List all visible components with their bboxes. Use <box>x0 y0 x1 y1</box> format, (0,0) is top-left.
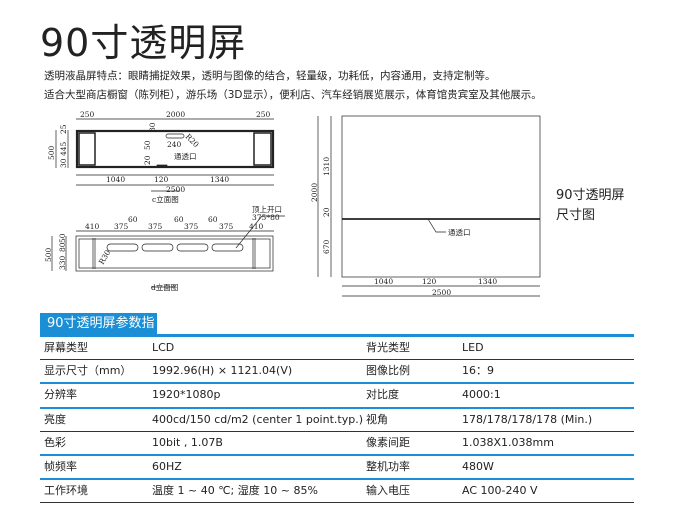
spec-label: 背光类型 <box>366 341 410 354</box>
dim-label: 330 <box>58 255 67 270</box>
spec-label: 像素间距 <box>366 435 410 449</box>
spec-label: 输入电压 <box>366 484 410 498</box>
dim-label: 60 <box>208 215 218 224</box>
dim-label: 120 <box>154 175 169 184</box>
drawing-caption: d立面图 <box>151 282 178 292</box>
spec-value: 10bit , 1.07B <box>152 435 223 449</box>
spec-value: AC 100-240 V <box>462 484 538 498</box>
spec-label: 帧频率 <box>44 459 77 473</box>
dim-label: 375 <box>114 222 129 231</box>
spec-value: 1.038X1.038mm <box>462 435 554 449</box>
dim-label: 250 <box>256 110 271 119</box>
dim-label: 1040 <box>374 277 393 286</box>
table-row: 亮度 400cd/150 cd/m2 (center 1 point.typ.)视… <box>40 409 634 432</box>
spec-label: 分辨率 <box>44 388 77 402</box>
spec-value: 178/178/178/178 (Min.) <box>462 412 593 426</box>
table-row: 工作环境 温度 1 ~ 40 ℃; 湿度 10 ~ 85% 输入电压 AC 100-2… <box>40 480 634 504</box>
dim-label: 20 <box>322 207 331 217</box>
spec-label: 显示尺寸（mm） <box>44 364 132 378</box>
drawing-caption: c立面图 <box>152 194 179 204</box>
dim-label: 2000 <box>310 183 319 202</box>
dim-label: 1340 <box>210 175 229 184</box>
dim-label: 2500 <box>432 288 451 297</box>
dim-label: 50 <box>58 233 67 243</box>
dim-label: 410 <box>249 222 264 231</box>
vent-label: 通透口 <box>448 227 471 237</box>
opening-size: 375*80 <box>252 213 280 222</box>
dim-label: R20 <box>184 132 201 149</box>
table-row: 帧频率 60HZ 整机功率 480W <box>40 456 634 481</box>
table-row: 分辨率 1920*1080p 对比度 4000:1 <box>40 384 634 409</box>
spec-value: 16：9 <box>462 364 494 378</box>
dim-label: 500 <box>47 145 56 160</box>
spec-value: 4000:1 <box>462 388 501 402</box>
spec-label: 屏幕类型 <box>44 341 88 354</box>
side-caption: 90寸透明屏 <box>556 188 625 203</box>
spec-value: 60HZ <box>152 459 182 473</box>
dim-label: 2000 <box>166 110 185 119</box>
dim-label: 410 <box>85 222 100 231</box>
dim-label: 250 <box>80 110 95 119</box>
vent-label: 通透口 <box>174 151 197 161</box>
spec-value: LCD <box>152 341 175 354</box>
spec-value: 1920*1080p <box>152 388 221 402</box>
section-divider <box>40 334 634 337</box>
page-title: 90寸透明屏 <box>40 21 247 65</box>
spec-label: 图像比例 <box>366 364 410 378</box>
dim-label: 375 <box>148 222 163 231</box>
spec-label: 整机功率 <box>366 459 410 473</box>
dim-label: 375 <box>219 222 234 231</box>
spec-label: 工作环境 <box>44 484 88 498</box>
dim-label: 375 <box>184 222 199 231</box>
spec-value: 1992.96(H) × 1121.04(V) <box>152 364 293 378</box>
table-row: 显示尺寸（mm） 1992.96(H) × 1121.04(V) 图像比例 16：9 <box>40 360 634 385</box>
spec-value: 温度 1 ~ 40 ℃; 湿度 10 ~ 85% <box>152 484 318 498</box>
dim-label: 80 <box>58 242 67 252</box>
dim-label: 2500 <box>166 185 185 194</box>
dim-label: 445 <box>59 141 68 156</box>
dim-label: 50 <box>143 140 152 150</box>
dim-label: 30 <box>148 122 157 132</box>
dim-label: 30 <box>59 158 68 168</box>
description-line: 适合大型商店橱窗（陈列柜），游乐场（3D显示），便利店、汽车经销展览展示，体育馆… <box>44 89 542 101</box>
spec-label: 亮度 <box>44 412 66 426</box>
spec-label: 色彩 <box>44 435 66 449</box>
dim-label: 240 <box>167 140 182 149</box>
dim-label: 20 <box>143 155 152 165</box>
description-line: 透明液晶屏特点：眼睛捕捉效果，透明与图像的结合，轻量级，功耗低，内容通用，支持定… <box>44 70 496 82</box>
spec-value: LED <box>462 341 484 354</box>
spec-label: 视角 <box>366 412 388 426</box>
dim-label: 120 <box>422 277 437 286</box>
table-row: 色彩 10bit , 1.07B 像素间距 1.038X1.038mm <box>40 432 634 456</box>
spec-value: 480W <box>462 459 494 473</box>
dim-label: 60 <box>174 215 184 224</box>
dim-label: 670 <box>322 239 331 254</box>
spec-label: 对比度 <box>366 388 399 402</box>
dim-label: 500 <box>44 247 53 262</box>
spec-section-title: 90寸透明屏参数指标 <box>40 313 157 353</box>
side-caption: 尺寸图 <box>556 208 596 223</box>
spec-table: 屏幕类型 LCD 背光类型 LED 显示尺寸（mm） 1992.96(H) × 1121… <box>40 337 634 504</box>
table-row: 屏幕类型 LCD 背光类型 LED <box>40 337 634 361</box>
dim-label: 1040 <box>106 175 125 184</box>
spec-value: 400cd/150 cd/m2 (center 1 point.typ.) <box>152 412 363 426</box>
dim-label: 25 <box>59 124 68 134</box>
opening-label: 顶上开口 <box>252 205 282 214</box>
dim-label: 60 <box>128 215 138 224</box>
dim-label: 1310 <box>322 157 331 176</box>
dim-label: 1340 <box>478 277 497 286</box>
